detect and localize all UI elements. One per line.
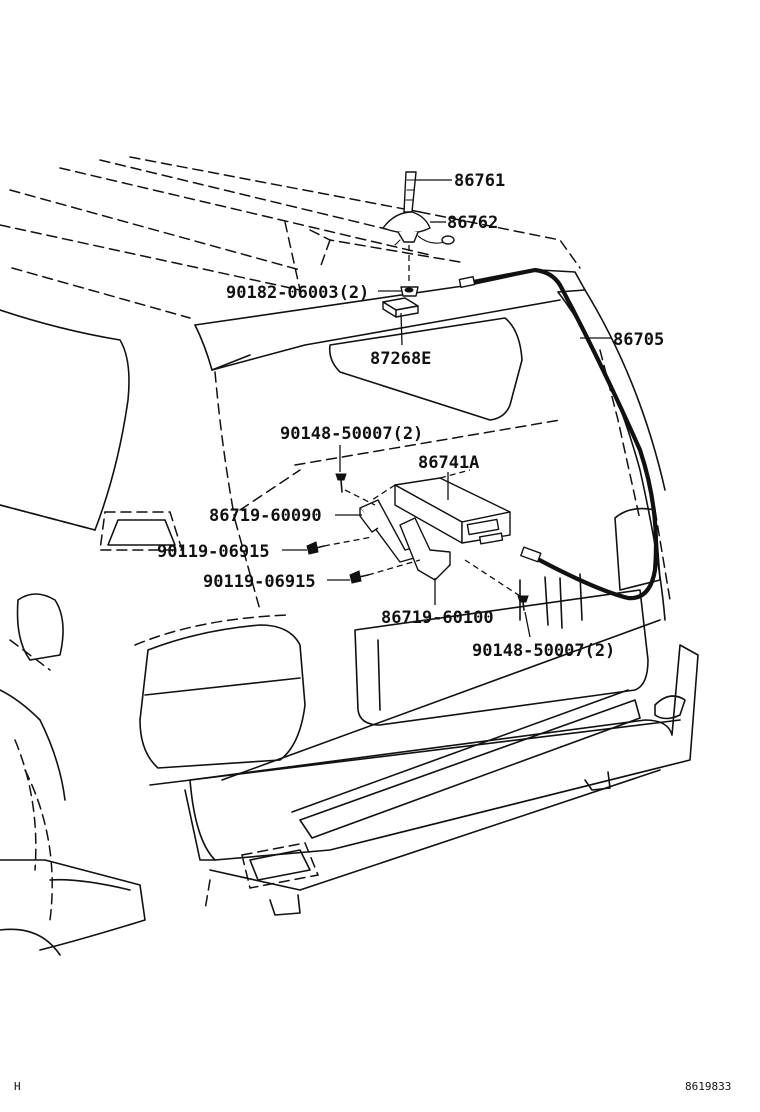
antenna-base-86762 <box>382 211 455 246</box>
figure-number: 8619833 <box>685 1080 731 1093</box>
label-90119-06915-lower: 90119-06915 <box>203 572 316 592</box>
vehicle-body-outline <box>0 156 699 956</box>
label-90148-50007-upper: 90148-50007(2) <box>280 424 423 444</box>
label-86761: 86761 <box>454 171 505 191</box>
antenna-cable-86705 <box>458 267 659 601</box>
label-90148-50007-lower: 90148-50007(2) <box>472 641 615 661</box>
label-86762: 86762 <box>447 213 498 233</box>
label-90182-06003: 90182-06003(2) <box>226 283 369 303</box>
antenna-amplifier-86741a <box>371 469 511 545</box>
label-86705: 86705 <box>613 330 664 350</box>
leader-lines <box>282 179 612 638</box>
label-90119-06915-upper: 90119-06915 <box>157 542 270 562</box>
label-86719-60100: 86719-60100 <box>381 608 494 628</box>
pad-87268e <box>382 297 419 318</box>
nut-90182-06003 <box>400 245 419 297</box>
corner-code-left: H <box>14 1080 21 1093</box>
part-labels: 86761 86762 90182-06003(2) 87268E 86705 … <box>157 171 664 661</box>
label-86719-60090: 86719-60090 <box>209 506 322 526</box>
label-87268e: 87268E <box>370 349 431 369</box>
screws <box>306 473 529 611</box>
label-86741a: 86741A <box>418 453 479 473</box>
antenna-rod-86761 <box>403 171 417 213</box>
